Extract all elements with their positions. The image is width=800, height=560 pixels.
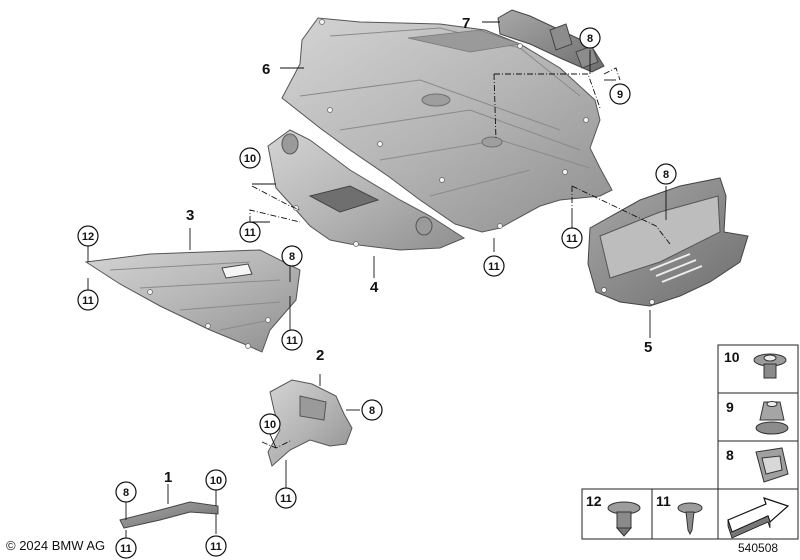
dashdot-lines <box>249 67 671 449</box>
clip-nut-icon <box>755 447 789 483</box>
callout-10: 10 <box>264 419 276 431</box>
callout-9: 9 <box>617 89 623 101</box>
callout-11: 11 <box>566 233 578 245</box>
expanding-nut-icon <box>753 353 787 379</box>
legend-label-9: 9 <box>726 399 734 415</box>
part-label-2: 2 <box>316 347 324 364</box>
part-label-7: 7 <box>462 15 470 32</box>
callout-11: 11 <box>488 261 500 273</box>
legend-box-11 <box>651 488 719 540</box>
callout-11: 11 <box>280 493 292 505</box>
callout-circles <box>77 27 677 559</box>
callout-10: 10 <box>210 475 222 487</box>
callout-8: 8 <box>369 405 375 417</box>
expanding-rivet-icon <box>607 501 641 537</box>
diagram-number: 540508 <box>738 541 779 555</box>
legend-label-12: 12 <box>586 493 602 509</box>
callout-8: 8 <box>289 251 295 263</box>
part-1-strap <box>119 501 219 529</box>
callout-numbers: 8 9 10 11 12 11 8 11 11 11 8 8 10 11 8 1… <box>82 33 669 555</box>
callout-10: 10 <box>244 153 256 165</box>
callout-12: 12 <box>82 231 94 243</box>
callout-8: 8 <box>123 487 129 499</box>
part-label-3: 3 <box>186 207 194 224</box>
legend-box-10 <box>717 344 799 394</box>
callout-11: 11 <box>82 295 94 307</box>
fastener-legend: 10 9 8 12 11 <box>581 344 799 540</box>
part-label-6: 6 <box>262 61 270 78</box>
callout-11: 11 <box>286 335 298 347</box>
copyright-text: © 2024 BMW AG <box>6 538 106 553</box>
leader-lines <box>87 21 667 540</box>
part-2-small-bracket <box>267 379 353 467</box>
part-4-cross-panel <box>267 129 466 251</box>
callout-8: 8 <box>663 169 669 181</box>
part-number-labels: 6 7 3 4 5 2 1 <box>164 15 652 486</box>
part-label-4: 4 <box>370 279 379 296</box>
hex-nut-icon <box>755 401 789 435</box>
part-6-underbody-panel <box>281 17 613 233</box>
callout-11: 11 <box>120 543 132 555</box>
part-3-left-panel <box>84 249 301 353</box>
callout-11: 11 <box>244 227 256 239</box>
callout-8: 8 <box>587 33 593 45</box>
legend-label-11: 11 <box>656 493 671 509</box>
direction-arrow-icon <box>727 497 790 539</box>
legend-label-8: 8 <box>726 447 734 463</box>
part-7-bracket <box>497 9 605 73</box>
legend-box-9 <box>717 392 799 442</box>
part-label-5: 5 <box>644 339 652 356</box>
part-label-1: 1 <box>164 469 172 486</box>
screw-icon <box>677 502 703 536</box>
callout-11: 11 <box>210 541 222 553</box>
legend-label-10: 10 <box>724 349 740 365</box>
